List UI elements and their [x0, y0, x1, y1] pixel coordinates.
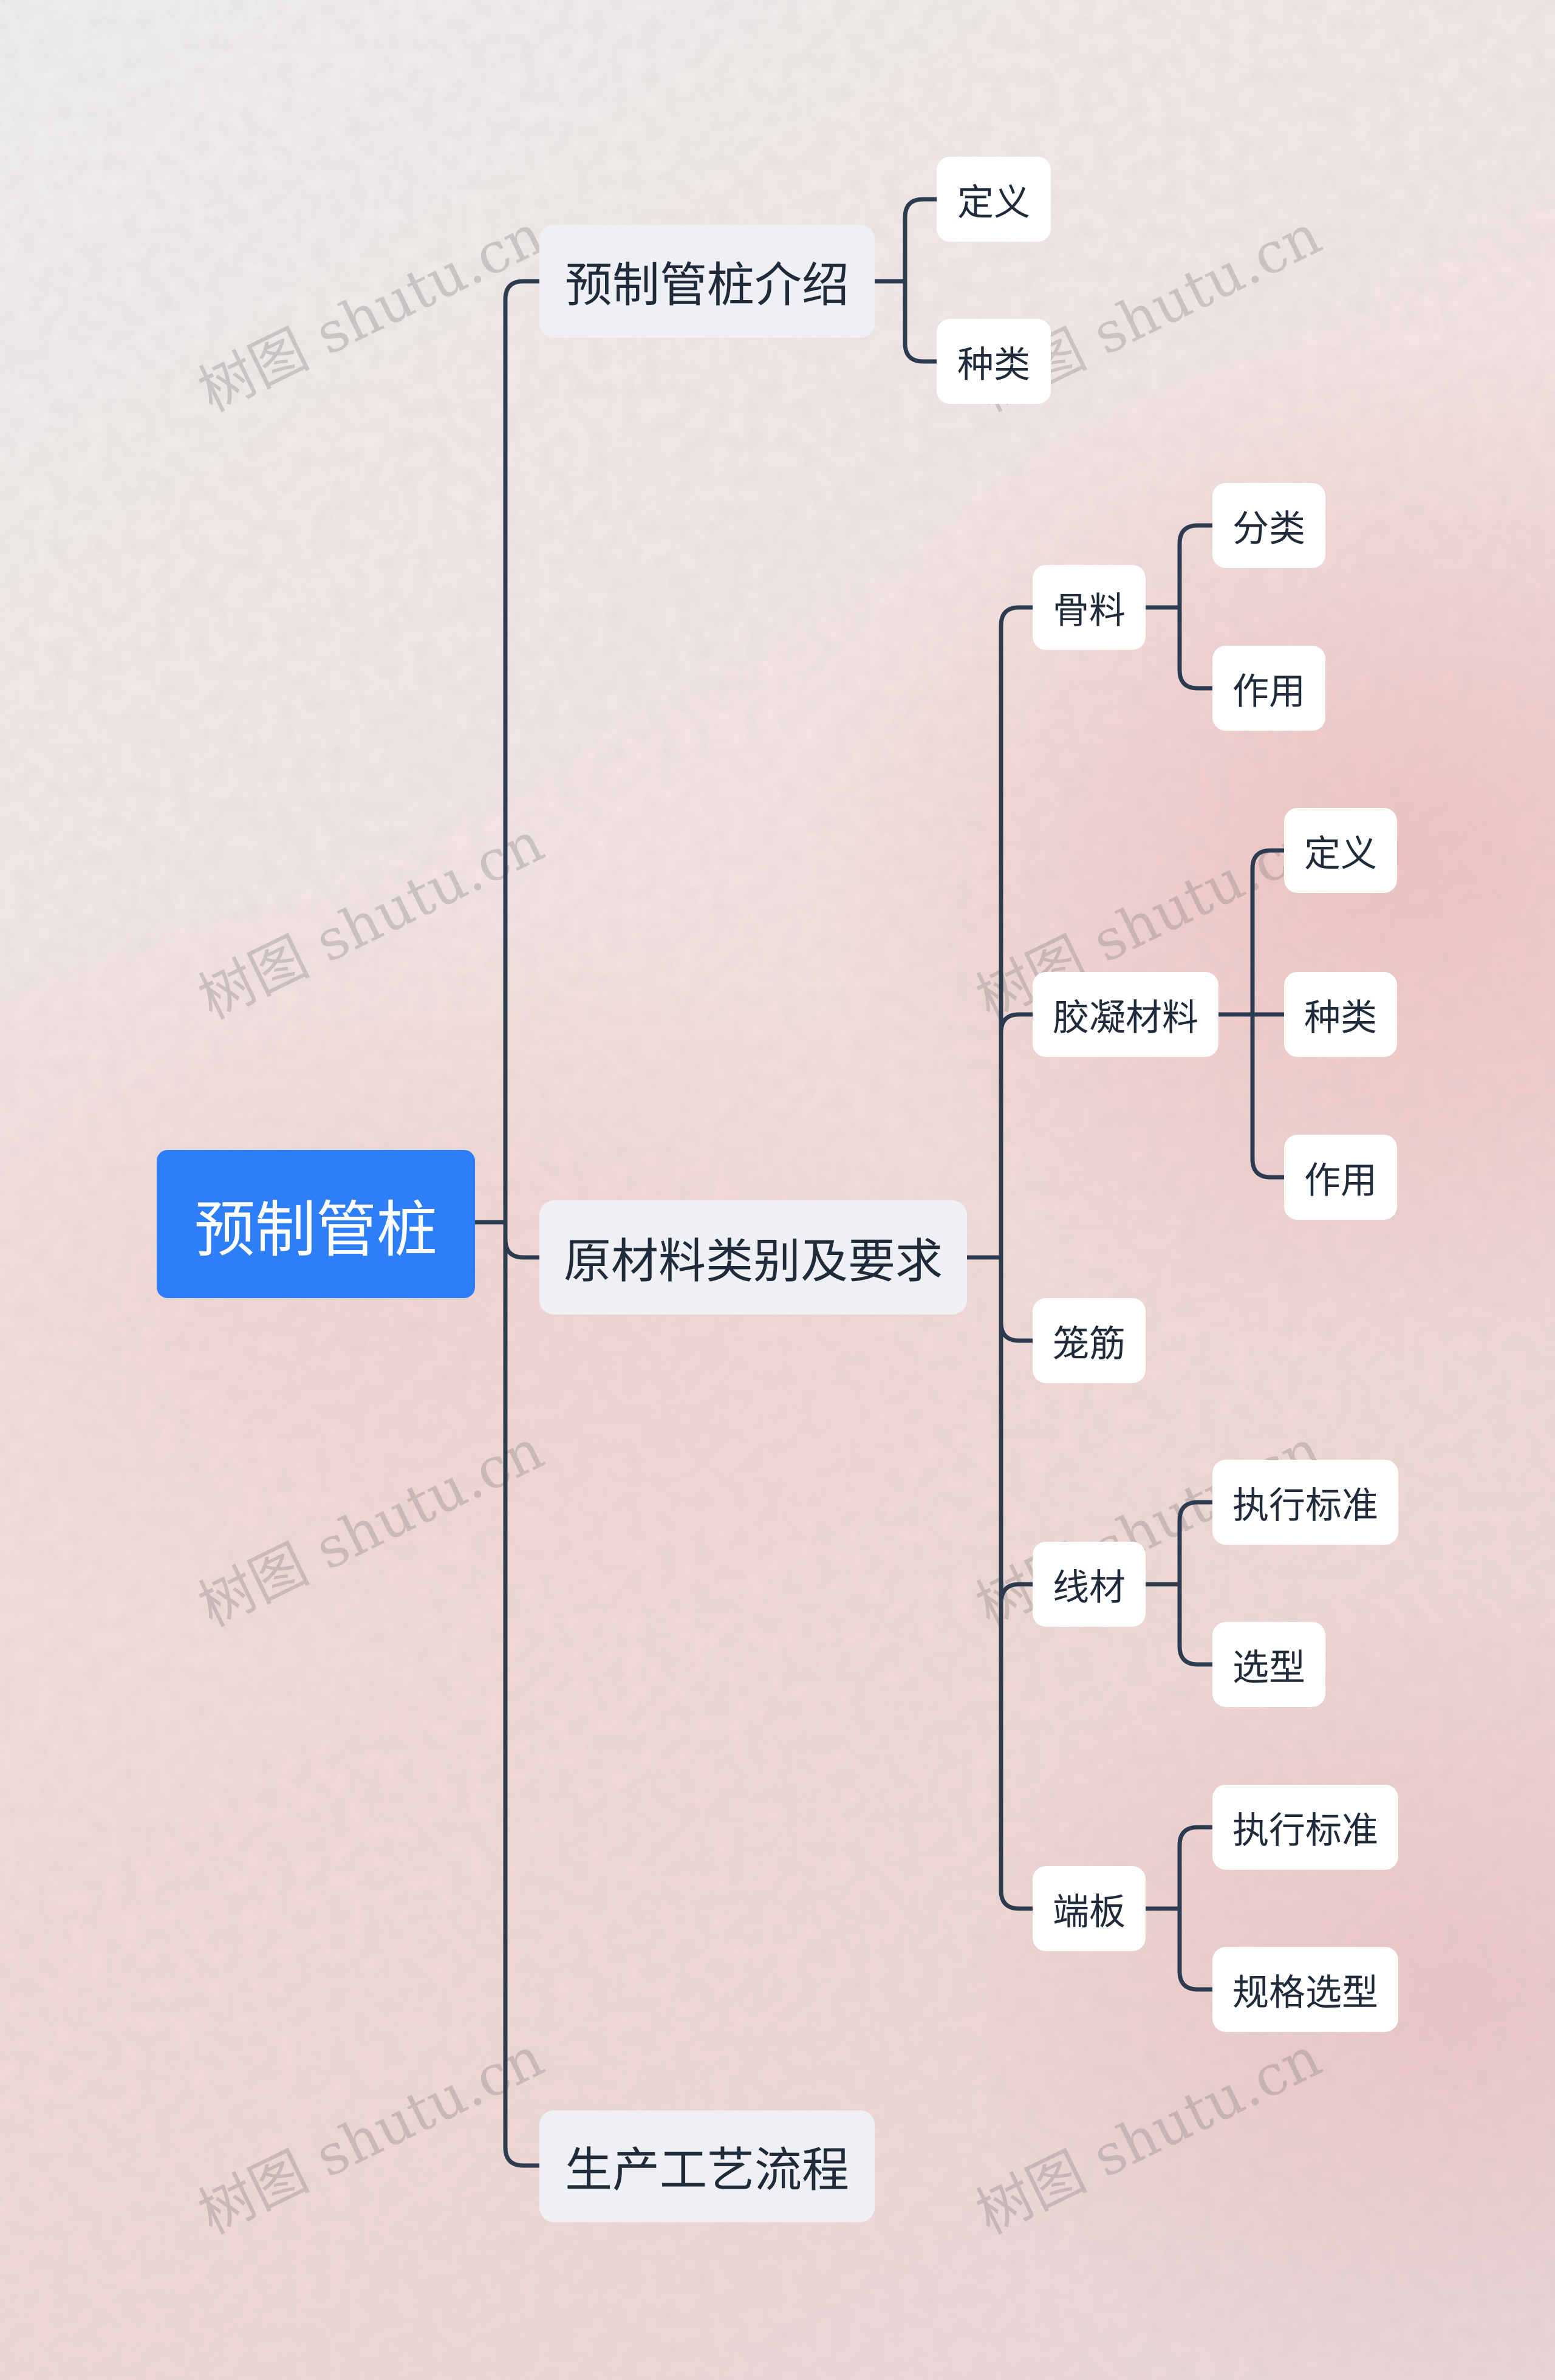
connector-aggregate-children: [1177, 523, 1215, 691]
subtopic-node-wire[interactable]: 线材: [1033, 1542, 1146, 1627]
subtopic-node-endplate[interactable]: 端板: [1033, 1866, 1146, 1951]
connector-wire-children: [1177, 1500, 1215, 1667]
leaf-node-intro-types[interactable]: 种类: [937, 319, 1051, 404]
root-node[interactable]: 预制管桩: [157, 1150, 475, 1298]
subtopic-node-binder[interactable]: 胶凝材料: [1033, 972, 1218, 1057]
branch-node-intro[interactable]: 预制管桩介绍: [539, 225, 875, 338]
subtopic-node-cage[interactable]: 笼筋: [1033, 1298, 1146, 1383]
connector-intro-children: [903, 197, 939, 364]
leaf-node-wire-standard[interactable]: 执行标准: [1212, 1460, 1398, 1545]
leaf-node-binder-function[interactable]: 作用: [1284, 1135, 1397, 1220]
subtopic-node-aggregate[interactable]: 骨料: [1033, 565, 1146, 650]
connector-to-cage: [999, 1320, 1035, 1343]
connector-materials-children: [999, 605, 1035, 1911]
branch-node-process[interactable]: 生产工艺流程: [539, 2110, 875, 2222]
leaf-node-aggregate-classification[interactable]: 分类: [1212, 483, 1325, 568]
connector-to-binder: [999, 1012, 1035, 1035]
leaf-node-intro-definition[interactable]: 定义: [937, 157, 1051, 242]
connector-endplate-children: [1177, 1825, 1215, 1992]
leaf-node-aggregate-function[interactable]: 作用: [1212, 646, 1325, 731]
leaf-node-wire-selection[interactable]: 选型: [1212, 1622, 1325, 1707]
branch-node-materials[interactable]: 原材料类别及要求: [539, 1200, 967, 1315]
leaf-node-binder-definition[interactable]: 定义: [1284, 808, 1397, 893]
leaf-node-endplate-spec[interactable]: 规格选型: [1212, 1947, 1398, 2032]
connector-root-to-materials: [503, 1237, 542, 1260]
leaf-node-binder-types[interactable]: 种类: [1284, 972, 1397, 1057]
connector-to-wire: [999, 1582, 1035, 1606]
leaf-node-endplate-standard[interactable]: 执行标准: [1212, 1785, 1398, 1870]
connector-trunk: [503, 279, 542, 2168]
